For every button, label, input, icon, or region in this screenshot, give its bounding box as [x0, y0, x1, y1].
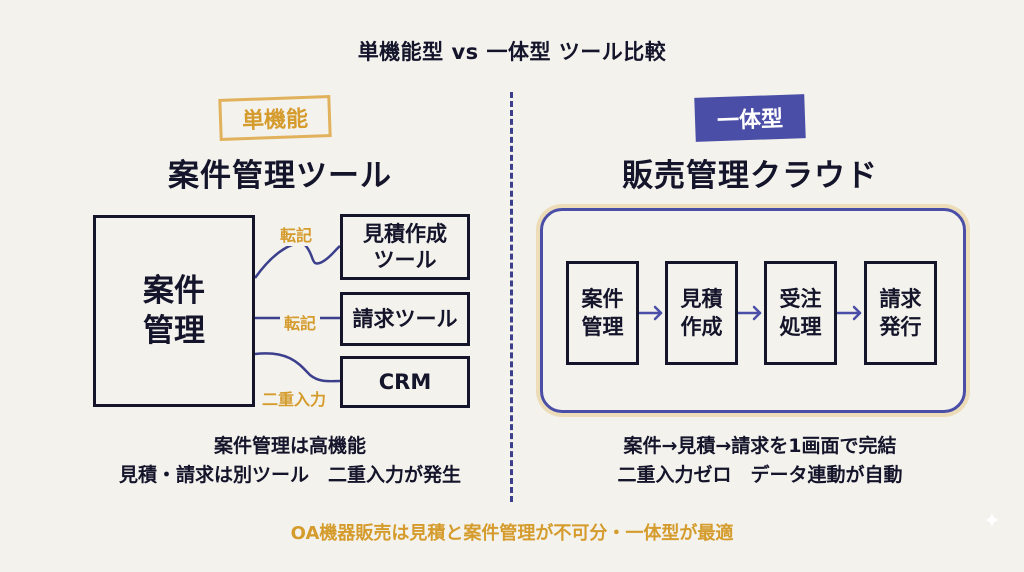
crm-box: CRM [340, 356, 470, 408]
cloud-frame [540, 208, 966, 413]
sparkle-icon: ✦ [982, 509, 1002, 534]
center-divider [510, 92, 513, 502]
main-box-line: 案件 [143, 272, 205, 309]
right-heading: 販売管理クラウド [622, 158, 878, 194]
step-line: 受注 [779, 286, 822, 311]
case-management-box: 案件 管理 [93, 215, 255, 407]
connector-estimate [253, 242, 341, 279]
step-line: 請求 [879, 286, 922, 311]
right-caption: 案件→見積→請求を1画面で完結 二重入力ゼロ データ連動が自動 [560, 432, 960, 489]
page-title: 単機能型 vs 一体型 ツール比較 [357, 40, 667, 64]
step-invoice: 請求 発行 [864, 261, 937, 365]
step-line: 発行 [879, 315, 922, 339]
main-box-line: 管理 [143, 313, 205, 349]
arrow-right-icon [835, 305, 862, 321]
conclusion-text: OA機器販売は見積と案件管理が不可分・一体型が最適 [290, 523, 734, 544]
left-caption: 案件管理は高機能 見積・請求は別ツール 二重入力が発生 [80, 432, 500, 489]
step-estimate: 見積 作成 [665, 261, 738, 365]
connector-crm [254, 352, 341, 383]
step-line: 作成 [680, 315, 723, 339]
estimate-tool-box: 見積作成 ツール [340, 214, 470, 280]
invoice-tool-box: 請求ツール [340, 292, 470, 346]
transcribe-label: 転記 [280, 310, 321, 334]
step-line: 見積 [680, 286, 723, 311]
tool-line: CRM [378, 369, 432, 394]
tool-line: ツール [373, 248, 437, 272]
caption-line: 二重入力ゼロ データ連動が自動 [617, 463, 903, 486]
tool-line: 見積作成 [363, 221, 447, 246]
step-line: 処理 [779, 315, 822, 339]
caption-line: 案件管理は高機能 [213, 435, 366, 457]
transcribe-label: 転記 [280, 222, 313, 246]
arrow-right-icon [736, 305, 762, 321]
arrow-right-icon [637, 305, 663, 321]
left-heading: 案件管理ツール [168, 158, 392, 194]
step-order: 受注 処理 [764, 261, 837, 365]
step-line: 案件 [581, 286, 624, 311]
caption-line: 見積・請求は別ツール 二重入力が発生 [118, 463, 461, 486]
step-case-management: 案件 管理 [566, 261, 639, 365]
caption-line: 案件→見積→請求を1画面で完結 [623, 435, 897, 457]
double-entry-label: 二重入力 [262, 386, 327, 410]
tool-line: 請求ツール [352, 306, 458, 331]
step-line: 管理 [581, 315, 624, 339]
